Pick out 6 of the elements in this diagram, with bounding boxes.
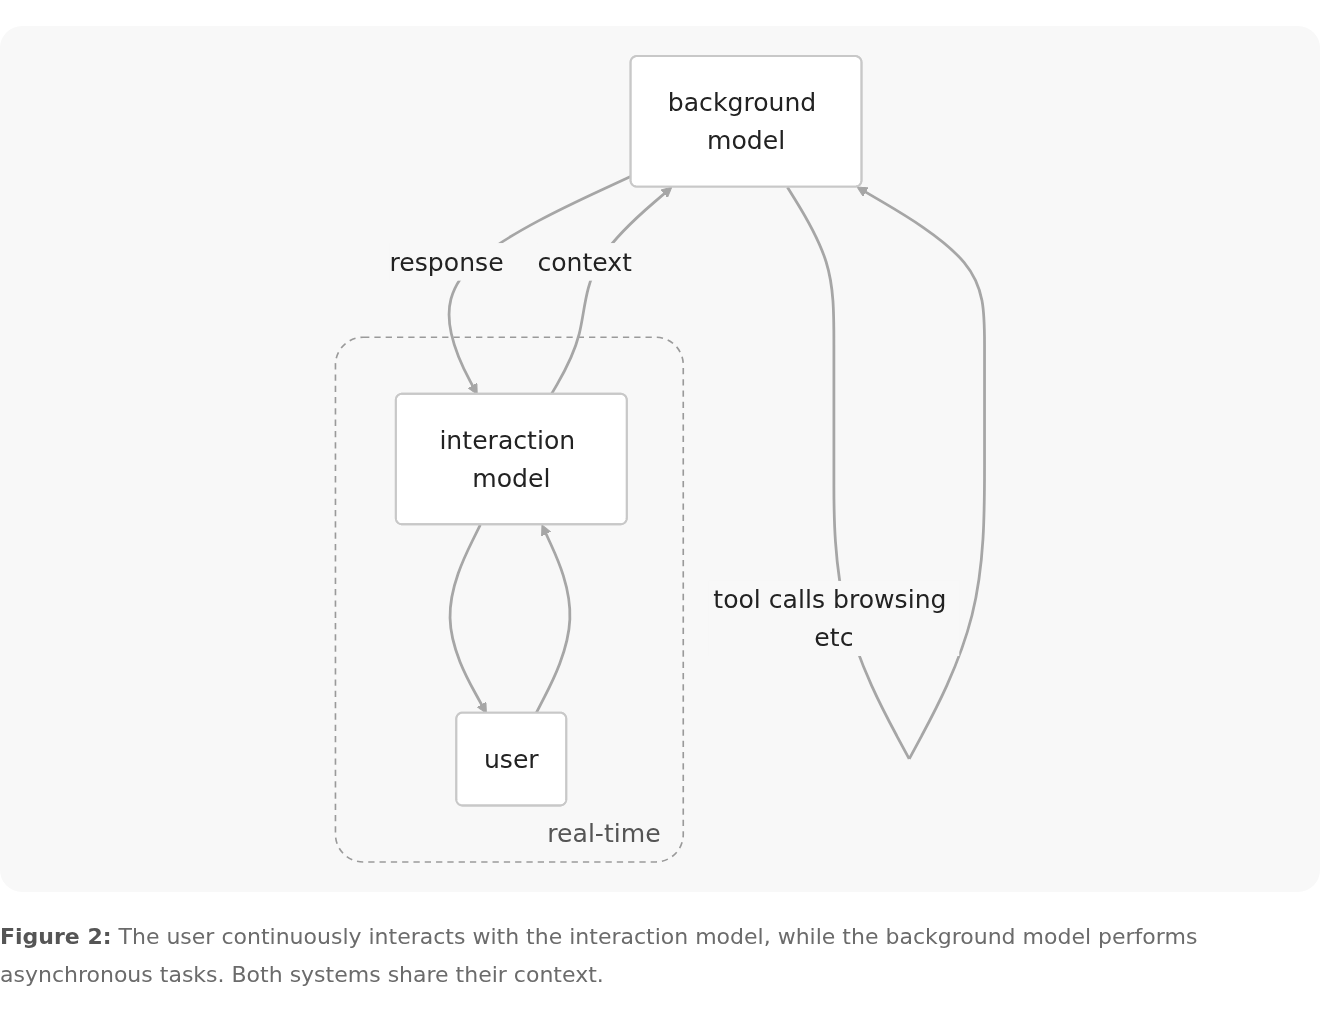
edge-label: context xyxy=(537,246,633,277)
edge-label: tool calls browsing etc xyxy=(713,584,947,653)
edge-label: response xyxy=(389,246,504,277)
arrow xyxy=(534,524,572,714)
figure-caption: Figure 2: The user continuously interacts with the interaction model, while the background model performs asynchronous tasks. Both systems share their context. xyxy=(0,923,1199,989)
arrow xyxy=(448,524,487,714)
